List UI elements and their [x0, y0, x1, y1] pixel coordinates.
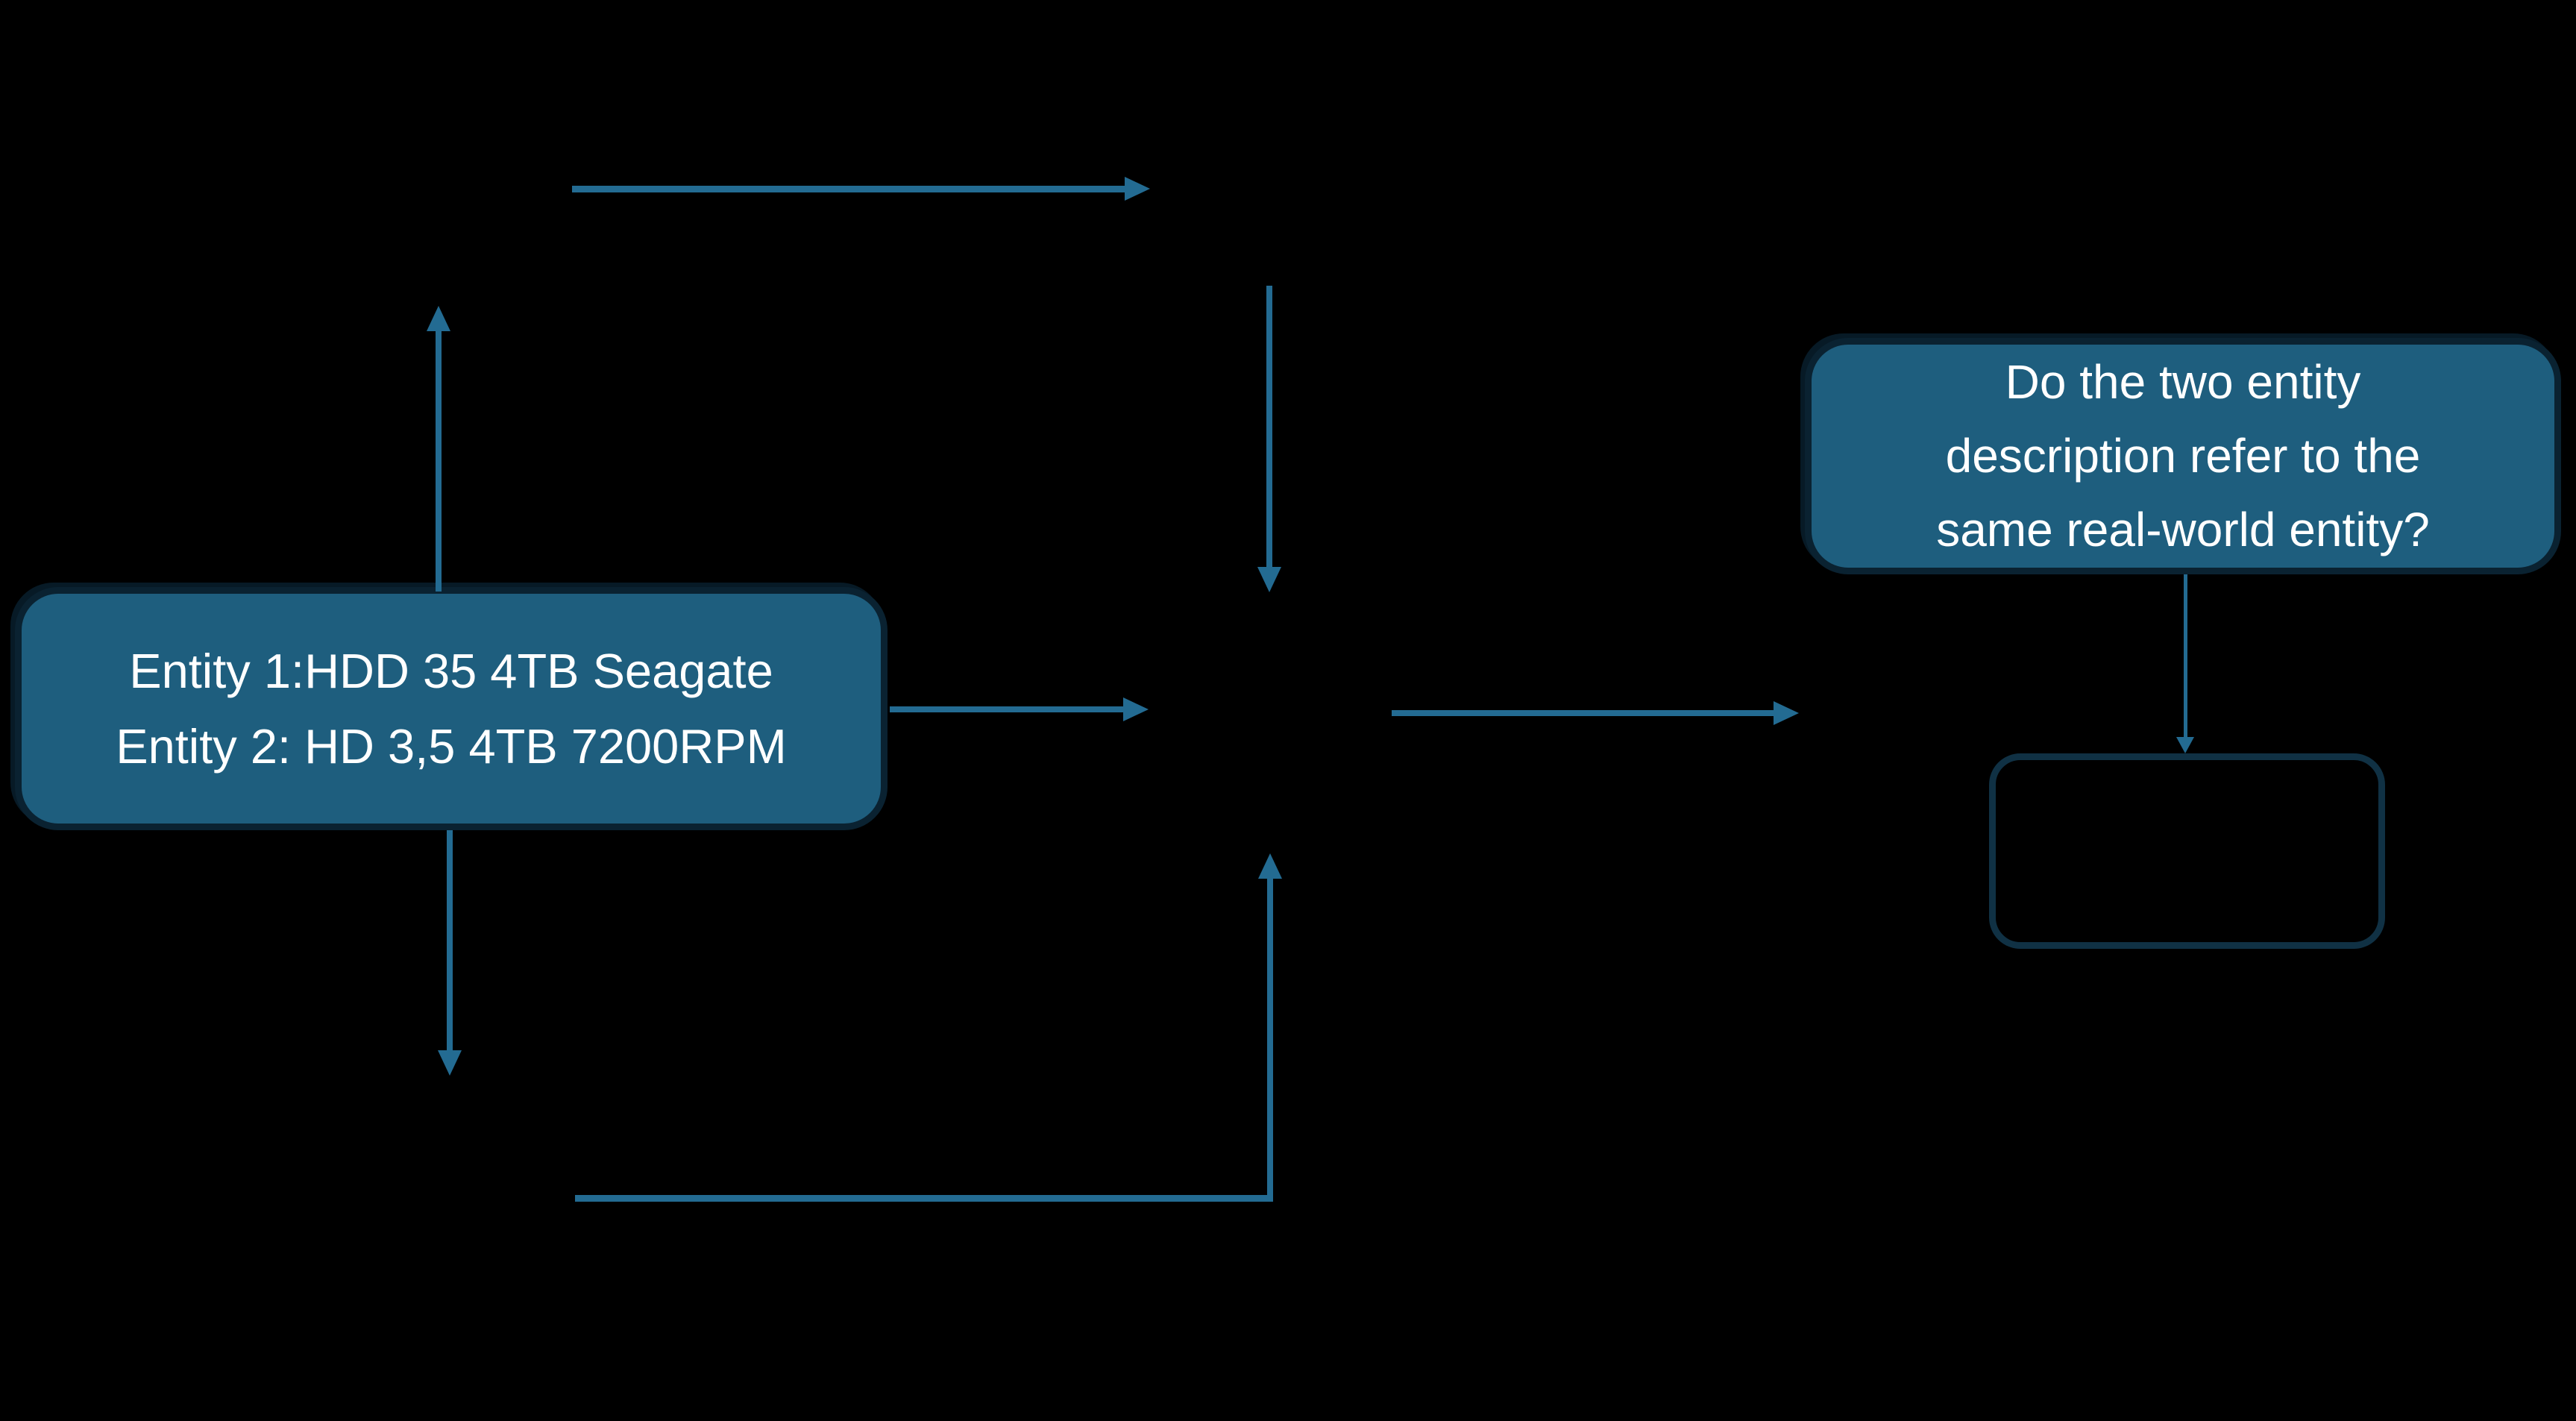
center-down-arrow-line — [1266, 286, 1272, 568]
top-arrow-line — [572, 186, 1126, 192]
left-down-arrow-icon — [438, 1050, 462, 1076]
top-arrow-right-icon — [1125, 177, 1150, 201]
entity-1-text: Entity 1:HDD 35 4TB Seagate — [129, 644, 773, 698]
middle-arrow-right-icon — [1123, 697, 1149, 721]
question-connector-line — [2184, 574, 2187, 738]
bottom-loop-up-arrow-icon — [1258, 853, 1282, 879]
entity-pair-box: Entity 1:HDD 35 4TB Seagate Entity 2: HD… — [15, 587, 888, 830]
question-text-line-1: Do the two entity — [2005, 355, 2361, 409]
question-box: Do the two entity description refer to t… — [1805, 338, 2561, 574]
question-connector-down-icon — [2176, 737, 2194, 753]
result-box — [1989, 753, 2385, 949]
bottom-loop-vertical-line — [1267, 879, 1273, 1198]
center-right-arrow-line — [1392, 710, 1775, 716]
left-down-arrow-line — [447, 830, 453, 1051]
center-down-arrow-icon — [1257, 567, 1281, 592]
middle-arrow-line — [890, 706, 1125, 712]
center-right-arrow-icon — [1774, 701, 1799, 725]
left-up-arrow-icon — [427, 306, 450, 331]
question-text-line-3: same real-world entity? — [1936, 503, 2430, 556]
bottom-loop-horizontal-line — [575, 1195, 1273, 1202]
left-up-arrow-line — [436, 328, 442, 592]
question-text-line-2: description refer to the — [1945, 429, 2421, 483]
entity-2-text: Entity 2: HD 3,5 4TB 7200RPM — [116, 719, 787, 774]
